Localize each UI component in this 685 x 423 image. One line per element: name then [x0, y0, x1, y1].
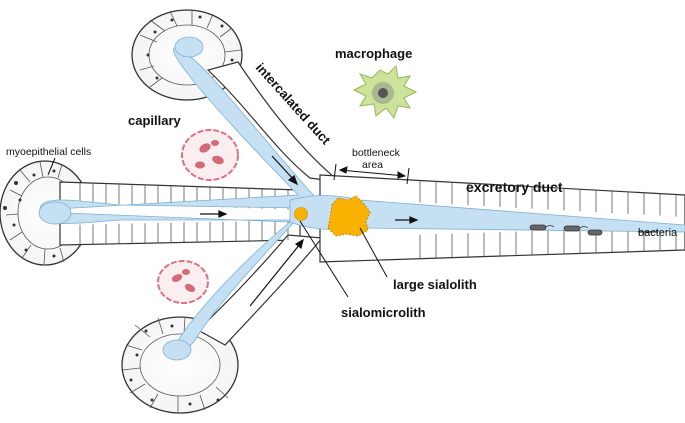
capillary-lower [157, 260, 209, 304]
bottleneck-indicator [333, 163, 410, 185]
label-sialomicrolith: sialomicrolith [341, 305, 426, 320]
label-myoepithelial-cells: myoepithelial cells [6, 146, 91, 158]
leader-lines [47, 157, 658, 298]
flow-arrows [200, 155, 419, 307]
acinus-bottom [121, 316, 239, 414]
label-macrophage: macrophage [335, 46, 412, 61]
label-bottleneck-area: area [362, 159, 383, 171]
label-bottleneck: bottleneck [352, 147, 401, 159]
label-excretory-duct: excretory duct [466, 179, 563, 195]
sialomicrolith [294, 207, 308, 221]
label-large-sialolith: large sialolith [393, 277, 477, 292]
label-capillary: capillary [128, 113, 182, 128]
macrophage-cell [352, 64, 418, 120]
capillary-upper [181, 129, 239, 181]
label-bacteria: bacteria [638, 227, 678, 239]
large-sialolith [327, 195, 371, 237]
bacteria-group [529, 224, 603, 236]
